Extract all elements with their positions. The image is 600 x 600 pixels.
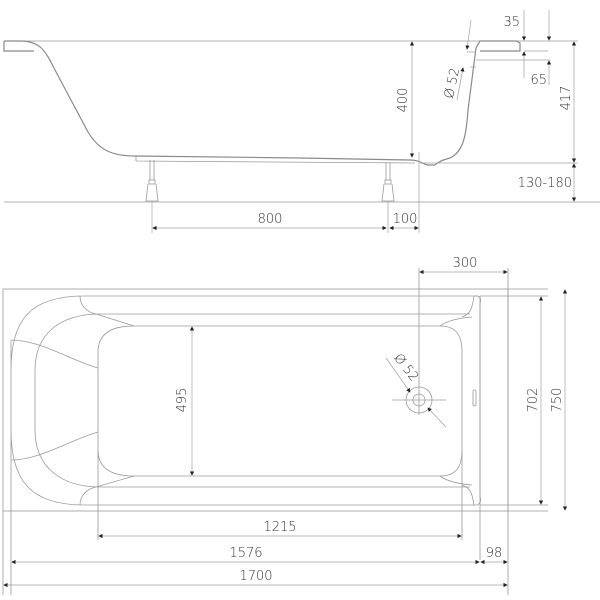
- base-rail: [135, 156, 416, 164]
- label-inner-width: 702: [526, 388, 541, 413]
- label-rim-lower-offset: 65: [530, 73, 547, 88]
- label-drain-offset: 300: [453, 256, 478, 271]
- label-bottom-length: 1215: [263, 520, 296, 535]
- label-rim-height: 400: [396, 88, 411, 113]
- tub-side-profile: [3, 40, 521, 166]
- rim-end-right: [461, 295, 481, 506]
- inner-step: [34, 313, 470, 488]
- backrest-curve: [10, 295, 135, 506]
- label-rim-end: 98: [486, 546, 503, 561]
- label-overflow-diameter: Ø 52: [442, 67, 463, 100]
- leg-right: [381, 162, 395, 202]
- drain: [385, 268, 447, 428]
- label-total-height: 417: [559, 86, 574, 111]
- dim-arrow-overflow-top: [465, 19, 472, 50]
- label-bottom-width: 495: [175, 388, 190, 413]
- label-leg-spacing: 800: [258, 212, 283, 227]
- bottom-area: [97, 325, 463, 477]
- label-outer-width: 750: [550, 388, 565, 413]
- label-inner-length: 1576: [229, 546, 262, 561]
- overflow-slot: [472, 389, 477, 407]
- side-view: 800 100 400 417 130-180 35 65 Ø 52: [3, 10, 600, 233]
- label-leg-height-range: 130-180: [518, 176, 572, 191]
- label-leg-offset: 100: [393, 212, 418, 227]
- label-rim-top-offset: 35: [503, 15, 520, 30]
- top-view: Ø 52 300 495 702 750 1215 1576 98 1700: [2, 256, 568, 595]
- leg-left: [145, 160, 159, 202]
- inner-rim: [10, 295, 478, 595]
- label-drain-diameter: Ø 52: [390, 351, 421, 385]
- dim-arrow-overflow-bottom: [456, 67, 465, 101]
- label-overall-length: 1700: [239, 569, 272, 584]
